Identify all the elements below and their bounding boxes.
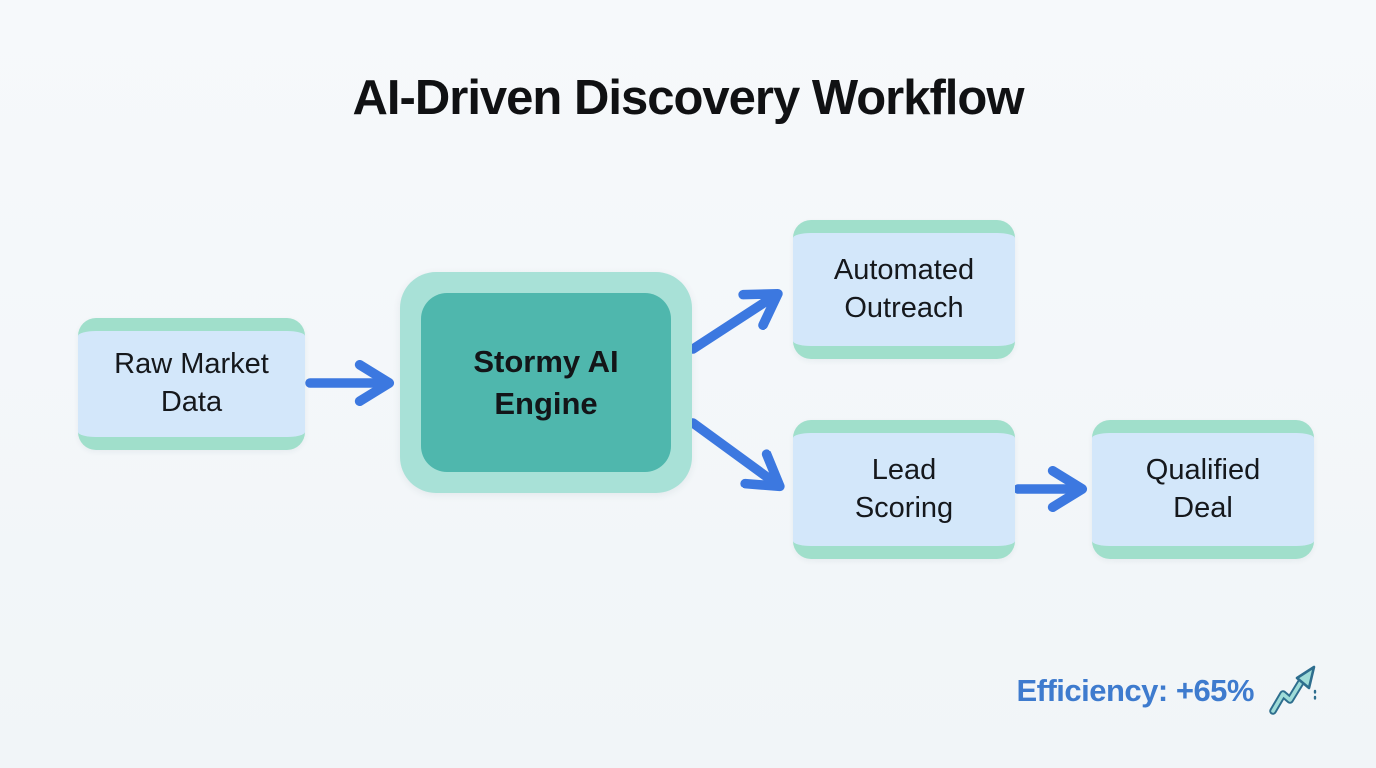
node-label-line: Outreach [844, 291, 964, 324]
node-qualified-deal: Qualified Deal [1092, 420, 1314, 559]
node-label-line: Data [160, 386, 223, 418]
node-label-line: Engine [494, 385, 598, 421]
node-automated-outreach: Automated Outreach [793, 220, 1015, 359]
node-raw-market-data: Raw Market Data [78, 318, 305, 450]
node-lead-scoring: Lead Scoring [793, 420, 1015, 559]
node-label-line: Lead [871, 453, 937, 486]
node-label-line: Qualified [1145, 453, 1261, 486]
arrow-engine-to-outreach [688, 295, 776, 354]
node-label-line: Deal [1173, 491, 1233, 524]
efficiency-label: Efficiency: +65% [1016, 673, 1254, 708]
arrow-engine-to-lead [688, 418, 778, 485]
diagram-title: AI-Driven Discovery Workflow [352, 71, 1025, 125]
node-label-line: Raw Market [114, 348, 269, 381]
node-label-line: Automated [833, 253, 975, 286]
node-stormy-ai-engine: Stormy AI Engine [400, 272, 692, 493]
node-label-line: Stormy AI [473, 343, 619, 379]
efficiency-footer: Efficiency: +65% [1016, 662, 1320, 720]
trending-up-icon [1269, 665, 1317, 715]
engine-inner-panel: Stormy AI Engine [421, 293, 671, 472]
node-label-line: Scoring [854, 491, 954, 524]
